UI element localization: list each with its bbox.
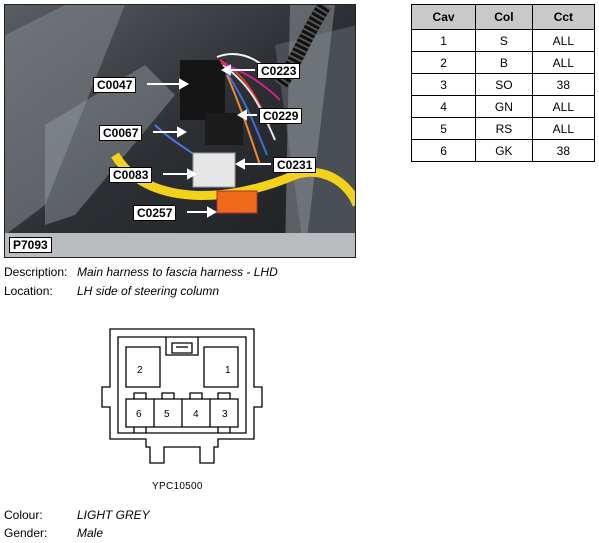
pin-label-4: 4 <box>193 409 199 420</box>
photo-illustration <box>5 5 355 257</box>
callout-c0231: C0231 <box>273 157 317 173</box>
harness-photo: C0047 C0223 C0229 C0067 C0231 C0083 C025… <box>4 4 356 258</box>
cell-col: GK <box>475 139 533 162</box>
callout-c0067: C0067 <box>99 125 143 141</box>
cell-col: S <box>475 29 533 52</box>
table-row: 5 RS ALL <box>410 117 596 140</box>
table-row: 2 B ALL <box>410 51 596 74</box>
header-col: Col <box>475 4 533 30</box>
cell-cct: 38 <box>531 73 596 96</box>
description-row: Description: Main harness to fascia harne… <box>4 265 278 280</box>
cell-cav: 3 <box>410 73 477 96</box>
cell-cav: 5 <box>410 117 477 140</box>
pin-label-2: 2 <box>137 365 143 376</box>
table-row: 6 GK 38 <box>410 139 596 162</box>
cell-col: RS <box>475 117 533 140</box>
pin-table: Cav Col Cct 1 S ALL 2 B ALL 3 SO 38 4 GN… <box>410 4 596 162</box>
cell-cav: 4 <box>410 95 477 118</box>
pin-label-1: 1 <box>225 365 231 376</box>
location-label: Location: <box>4 284 53 298</box>
colour-row: Colour: LIGHT GREY <box>4 508 150 523</box>
colour-value: LIGHT GREY <box>77 508 150 522</box>
pin-label-3: 3 <box>222 409 228 420</box>
colour-label: Colour: <box>4 508 43 522</box>
gender-value: Male <box>77 526 104 540</box>
cell-col: SO <box>475 73 533 96</box>
pin-label-5: 5 <box>164 409 170 420</box>
cell-cav: 2 <box>410 51 477 74</box>
connector-face-diagram: 2 1 6 5 4 3 <box>101 328 263 464</box>
description-label: Description: <box>4 265 68 279</box>
location-value: LH side of steering column <box>77 284 220 298</box>
drawing-id: YPC10500 <box>152 481 203 492</box>
cell-cct: 38 <box>531 139 596 162</box>
callout-c0047: C0047 <box>93 77 137 93</box>
table-row: 1 S ALL <box>410 29 596 52</box>
table-header-row: Cav Col Cct <box>410 4 596 30</box>
cell-cav: 1 <box>410 29 477 52</box>
callout-c0257: C0257 <box>133 205 177 221</box>
header-cav: Cav <box>410 4 477 30</box>
cell-cct: ALL <box>531 51 596 74</box>
cell-cav: 6 <box>410 139 477 162</box>
callout-c0229: C0229 <box>259 108 303 124</box>
cell-cct: ALL <box>531 95 596 118</box>
callout-c0223: C0223 <box>257 63 301 79</box>
cell-cct: ALL <box>531 117 596 140</box>
cell-col: B <box>475 51 533 74</box>
location-row: Location: LH side of steering column <box>4 284 219 299</box>
cell-cct: ALL <box>531 29 596 52</box>
header-cct: Cct <box>531 4 596 30</box>
cell-col: GN <box>475 95 533 118</box>
pin-label-6: 6 <box>136 409 142 420</box>
table-row: 3 SO 38 <box>410 73 596 96</box>
gender-label: Gender: <box>4 526 48 540</box>
photo-id-label: P7093 <box>9 237 52 253</box>
callout-c0083: C0083 <box>109 167 153 183</box>
description-value: Main harness to fascia harness - LHD <box>77 265 278 279</box>
gender-row: Gender: Male <box>4 526 103 541</box>
table-row: 4 GN ALL <box>410 95 596 118</box>
